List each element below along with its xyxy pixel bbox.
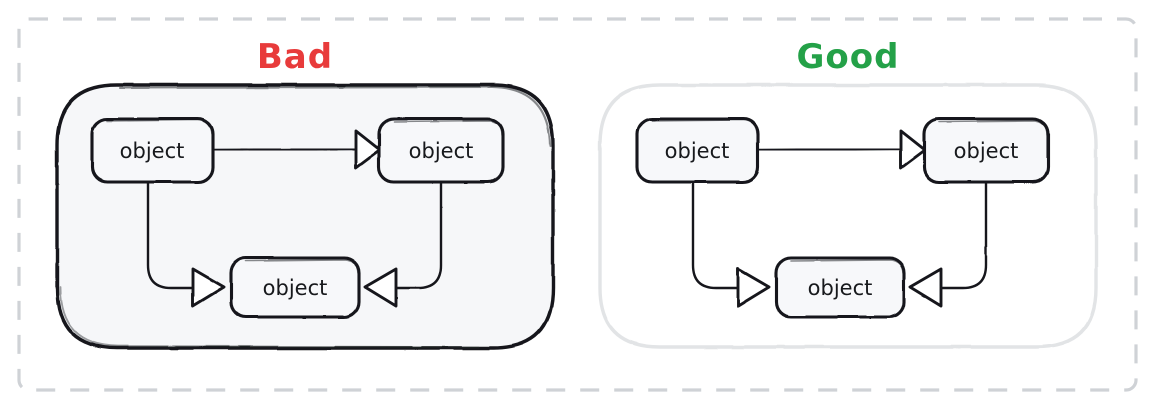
- panel-bad-label: Bad: [257, 37, 333, 77]
- bad-edge-right: [395, 180, 443, 290]
- good-edge-top: [755, 147, 902, 152]
- bad-arrowhead-bottom-right: [363, 267, 398, 308]
- bad-arrowhead-top-right: [354, 129, 382, 170]
- good-node-top-left-label: object: [665, 139, 730, 163]
- good-arrowhead-bottom-right: [908, 267, 943, 308]
- dashed-canvas-border: [17, 17, 1138, 392]
- good-node-top-right-label: object: [954, 139, 1019, 163]
- panel-bad: object object object Bad: [55, 37, 555, 350]
- bad-edge-left: [146, 180, 194, 290]
- good-arrowhead-bottom-left: [736, 267, 771, 308]
- bad-node-top-right-label: object: [409, 139, 474, 163]
- bad-node-bottom-label: object: [263, 276, 328, 300]
- good-node-top-right[interactable]: object: [922, 117, 1050, 184]
- good-node-top-left[interactable]: object: [635, 117, 760, 184]
- bad-node-top-left-label: object: [120, 139, 185, 163]
- good-arrowhead-top-right: [899, 129, 927, 170]
- good-node-bottom[interactable]: object: [774, 256, 906, 319]
- panel-good: object object object Good: [598, 37, 1098, 349]
- bad-edge-top: [210, 147, 357, 152]
- bad-node-top-right[interactable]: object: [377, 117, 505, 184]
- good-edge-left: [691, 180, 739, 290]
- bad-node-top-left[interactable]: object: [90, 117, 215, 184]
- good-node-bottom-label: object: [808, 276, 873, 300]
- panel-good-label: Good: [797, 37, 900, 77]
- bad-node-bottom[interactable]: object: [229, 256, 361, 319]
- good-edge-right: [940, 180, 988, 290]
- bad-arrowhead-bottom-left: [191, 267, 226, 308]
